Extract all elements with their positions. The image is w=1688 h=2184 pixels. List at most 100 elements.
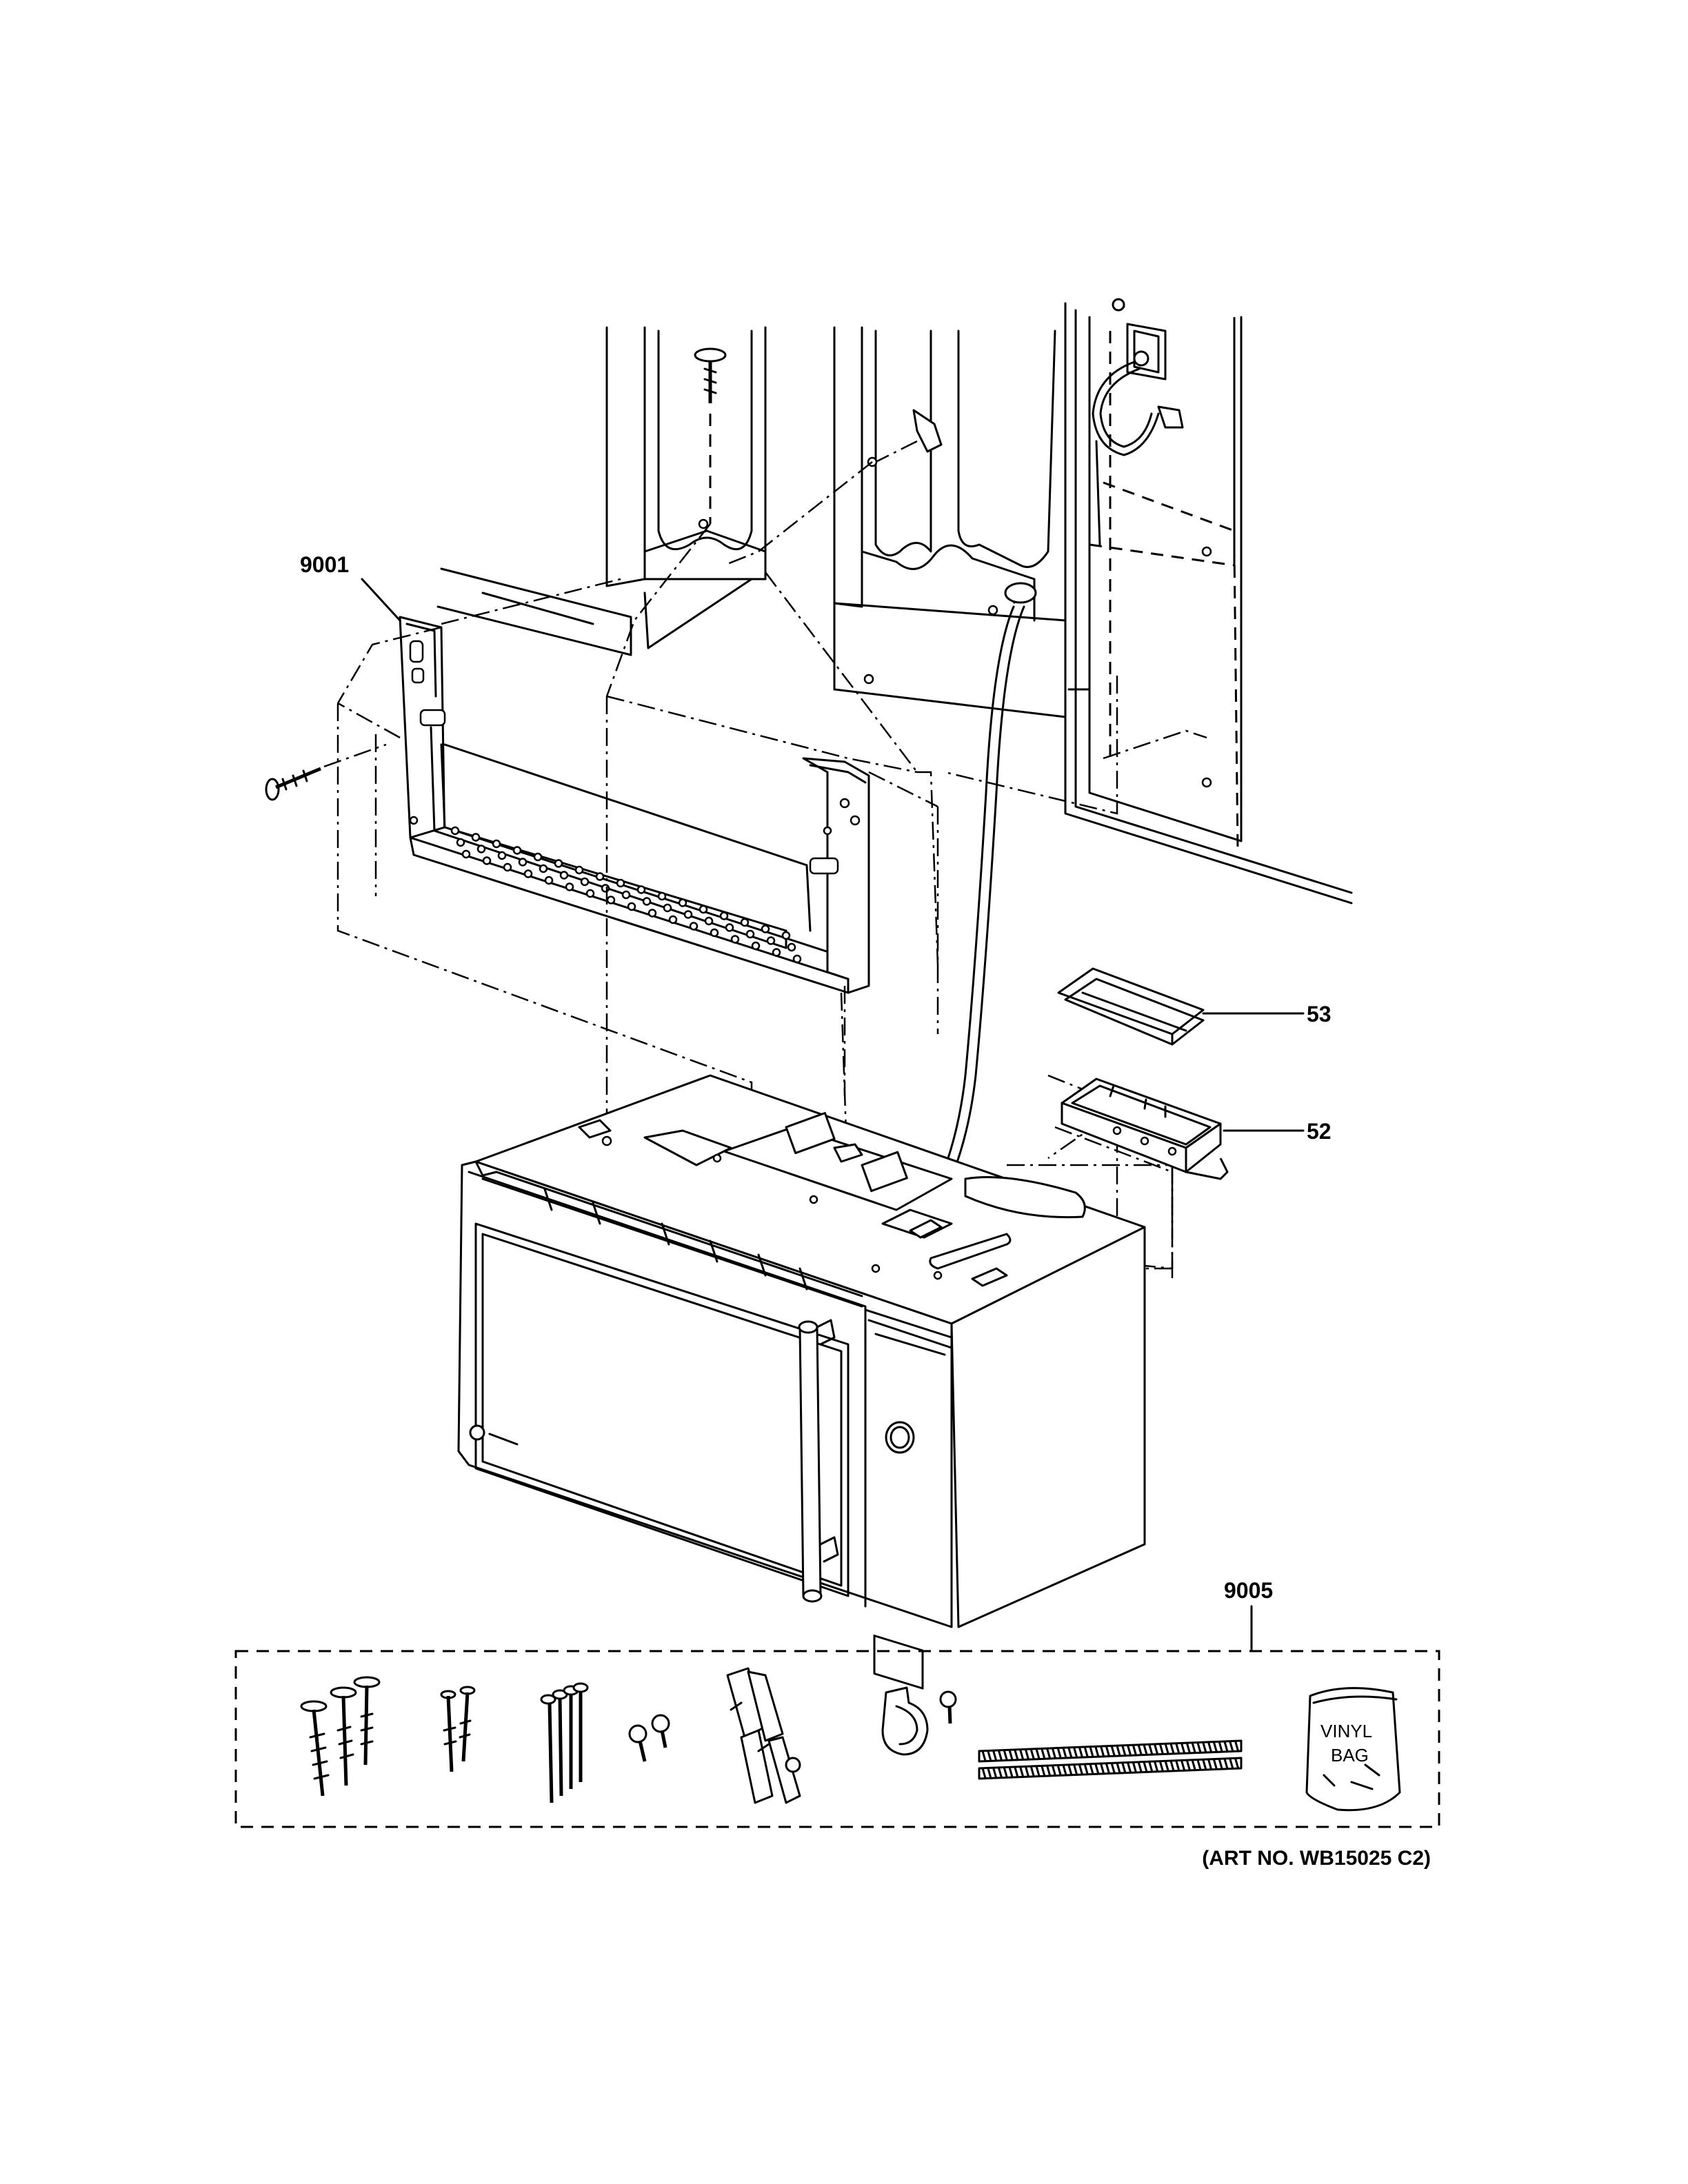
strip-tick [1154, 1743, 1159, 1755]
plate-hole [456, 838, 465, 847]
plate-hole [772, 948, 781, 957]
wall-screw [265, 743, 387, 801]
strip-tick [1089, 1746, 1094, 1758]
strip-tick [1218, 1758, 1223, 1770]
strip-tick [1116, 1745, 1121, 1757]
plate-hole [497, 851, 507, 860]
bag-label-line1: VINYL [1320, 1721, 1372, 1741]
plate-hole [450, 826, 460, 836]
strip-tick [1073, 1763, 1078, 1776]
plate-hole [761, 924, 770, 933]
strip-tick [1121, 1761, 1127, 1774]
plate-hole [792, 954, 802, 964]
strip-tick [1041, 1765, 1046, 1777]
strip-tick [1196, 1741, 1202, 1754]
plate-hole [580, 877, 590, 887]
plate-hole [616, 878, 625, 888]
plate-hole [523, 869, 533, 878]
strip-tick [1014, 1748, 1019, 1761]
strip-tick [1046, 1764, 1052, 1777]
strip-tick [1073, 1746, 1078, 1759]
plate-hole [740, 918, 750, 927]
strip-tick [1094, 1763, 1100, 1775]
strip-tick [1148, 1743, 1154, 1756]
damper-housing: 52 [1061, 1078, 1332, 1180]
plate-hole [503, 862, 512, 872]
plate-hole [699, 904, 708, 914]
damper-cover: 53 [1057, 967, 1332, 1046]
plate-hole [533, 852, 543, 862]
vinyl-bag: VINYL BAG [1305, 1687, 1401, 1812]
toggle-wings [726, 1667, 801, 1804]
plate-hole [730, 935, 740, 944]
strip-tick [1019, 1748, 1025, 1761]
plate-hole [492, 839, 501, 849]
kit-outline [234, 1650, 1440, 1828]
strip-tick [1067, 1746, 1073, 1759]
strip-tick [1008, 1749, 1014, 1761]
bag-label-line2: BAG [1331, 1745, 1369, 1766]
strip-tick [1132, 1744, 1137, 1757]
strip-tick [1229, 1757, 1234, 1770]
plate-hole [719, 911, 729, 920]
callout-52: 52 [1307, 1119, 1332, 1144]
strip-tick [1175, 1759, 1180, 1772]
plate-hole [678, 898, 687, 907]
strip-tick [1024, 1766, 1029, 1778]
plate-hole [704, 916, 714, 926]
strip-tick [1212, 1741, 1218, 1753]
small-screws [628, 1714, 670, 1762]
strip-tick [1019, 1766, 1025, 1778]
toggle-bolt [875, 409, 943, 463]
mounting-plate-holes [450, 826, 802, 964]
strip-tick [1051, 1764, 1056, 1777]
strip-tick [1223, 1741, 1229, 1752]
strip-tick [1154, 1760, 1159, 1772]
strip-tick [1127, 1761, 1132, 1774]
plate-hole [636, 885, 646, 894]
plate-hole [689, 922, 699, 931]
strip-tick [1029, 1765, 1035, 1777]
strip-tick [1078, 1746, 1083, 1759]
strip-tick [1110, 1745, 1116, 1757]
plate-hole [710, 928, 719, 938]
strip-tick [1029, 1748, 1035, 1760]
callout-53: 53 [1307, 1002, 1332, 1027]
plate-hole [574, 865, 584, 875]
art-number: (ART NO. WB15025 C2) [1202, 1847, 1431, 1870]
plate-hole [554, 859, 563, 868]
strip-tick [1234, 1757, 1240, 1770]
strip-tick [1056, 1747, 1062, 1759]
plate-hole [565, 882, 574, 891]
plate-hole [627, 902, 636, 911]
plate-hole [725, 923, 734, 932]
strip-tick [1143, 1761, 1148, 1773]
strip-tick [1218, 1741, 1223, 1753]
strip-tick [1137, 1761, 1143, 1773]
strip-tick [1014, 1766, 1019, 1778]
strip-tick [1202, 1759, 1207, 1771]
plate-hole [781, 931, 791, 940]
strip-tick [1137, 1743, 1143, 1756]
strip-tick [1035, 1765, 1041, 1777]
strip-tick [1003, 1749, 1008, 1761]
plate-hole [512, 846, 522, 855]
strip-tick [1202, 1741, 1207, 1754]
strip-tick [1110, 1762, 1116, 1775]
plate-hole [601, 884, 610, 893]
strip-tick [1100, 1762, 1105, 1775]
strip-tick [1003, 1766, 1008, 1779]
strip-tick [1158, 1743, 1164, 1755]
plate-hole [642, 897, 652, 906]
strip-tick [1207, 1741, 1213, 1753]
strip-tick [1185, 1759, 1191, 1772]
bolt-set [540, 1682, 589, 1803]
screw-pair [440, 1686, 476, 1772]
strip-tick [1229, 1740, 1234, 1752]
strip-tick [1089, 1763, 1094, 1775]
wall-outlet [1112, 298, 1167, 381]
plate-hole [544, 876, 554, 885]
strip-tick [1158, 1760, 1164, 1772]
strip-tick [1148, 1761, 1154, 1773]
strip-tick [1078, 1763, 1083, 1776]
